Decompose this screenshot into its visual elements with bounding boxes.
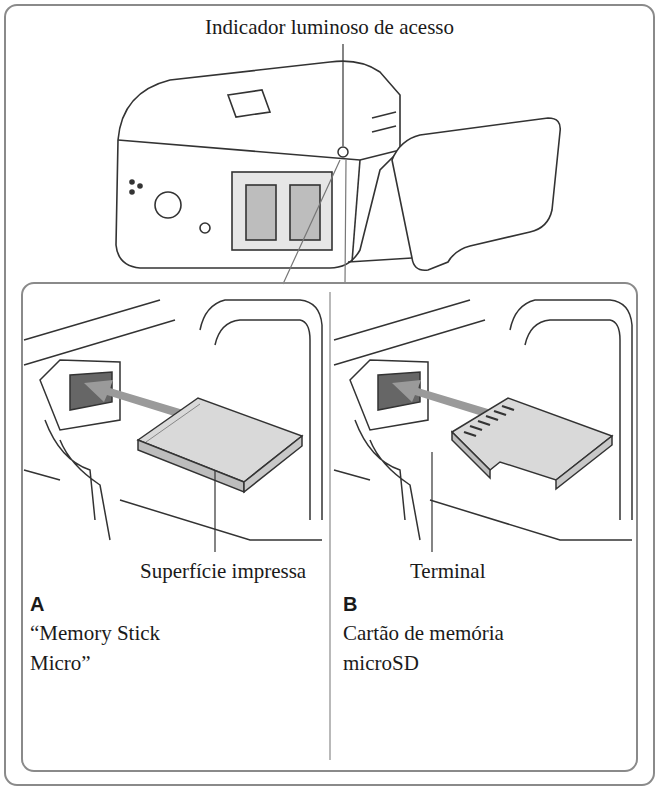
detail-panel: [22, 283, 637, 771]
slot-detail-a: [24, 300, 322, 540]
part-label: Terminal: [410, 556, 570, 586]
panel-divider: [329, 292, 330, 760]
outer-frame: [5, 5, 654, 785]
memory-stick-card: [138, 398, 302, 492]
card-name: Cartão de memória microSD: [343, 618, 543, 678]
door-hinge: [348, 258, 412, 262]
leader-line: [431, 452, 432, 552]
panel-letter: A: [30, 589, 70, 619]
slot-detail-b: [334, 300, 632, 540]
leader-line: [214, 470, 215, 552]
camera-body: [116, 61, 400, 268]
access-lamp: [338, 147, 348, 157]
leader-line: [342, 44, 343, 146]
part-label: Superfície impressa: [140, 556, 326, 586]
microsd-card: [452, 398, 612, 489]
panel-letter: B: [343, 589, 383, 619]
zoom-lines: [283, 160, 346, 284]
card-name: “Memory Stick Micro”: [30, 618, 210, 678]
callout-label: Indicador luminoso de acesso: [0, 12, 659, 42]
open-door: [392, 118, 560, 270]
